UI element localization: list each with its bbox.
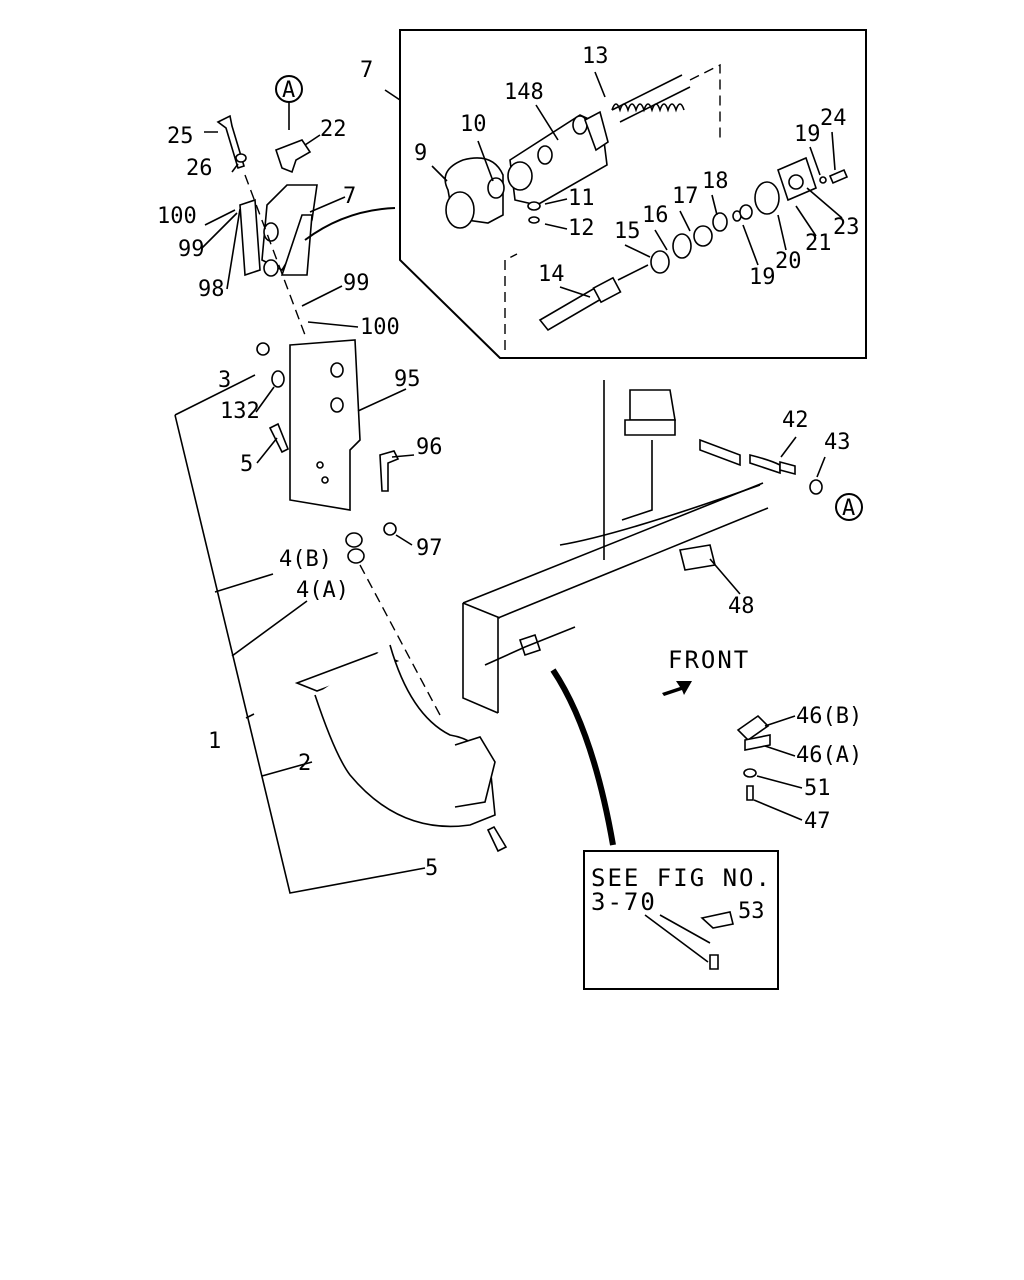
part-3-nut [256, 342, 270, 356]
callout-7-detail: 7 [360, 58, 373, 83]
callout-5-upper: 5 [240, 452, 253, 477]
marker-a-circle-right [835, 493, 863, 521]
detail-box-master-cylinder [399, 29, 867, 359]
callout-148: 148 [504, 80, 544, 105]
front-arrow-icon [662, 681, 692, 696]
callout-100-upper: 100 [157, 204, 197, 229]
callout-22: 22 [320, 117, 347, 142]
part-22-fitting [274, 139, 312, 174]
callout-1: 1 [208, 729, 221, 754]
see-fig-line-2: 3-70 [591, 888, 657, 916]
see-fig-pointer [550, 668, 616, 846]
part-4b-bushing [345, 532, 363, 548]
callout-5-lower: 5 [425, 856, 438, 881]
part-16-ring [672, 233, 692, 259]
callout-51: 51 [804, 776, 831, 801]
part-132-bushing [271, 370, 285, 388]
callout-2: 2 [298, 751, 311, 776]
part-19-small-ring [819, 176, 827, 184]
part-2-pedal-arm [294, 644, 496, 828]
part-5-bolt-upper [268, 422, 290, 454]
part-47-bolt [746, 785, 754, 801]
see-fig-box [583, 850, 779, 990]
callout-99-lower: 99 [343, 271, 370, 296]
callout-132: 132 [220, 399, 260, 424]
callout-12: 12 [568, 216, 595, 241]
callout-10: 10 [460, 112, 487, 137]
marker-a-top-label: A [282, 78, 295, 103]
callout-9: 9 [414, 141, 427, 166]
part-26-washer [235, 153, 247, 163]
callout-24: 24 [820, 106, 847, 131]
callout-15: 15 [614, 219, 641, 244]
part-148-cylinder-body [507, 110, 609, 206]
see-fig-line-1: SEE FIG NO. [591, 864, 772, 892]
part-21-gasket [754, 181, 780, 215]
part-42-hose [699, 438, 796, 476]
callout-20: 20 [775, 249, 802, 274]
callout-4a: 4(A) [296, 578, 349, 603]
part-20-ring [739, 204, 753, 220]
part-24-bolt [828, 168, 849, 185]
front-label: FRONT [668, 646, 750, 674]
callout-96: 96 [416, 435, 443, 460]
callout-48: 48 [728, 594, 755, 619]
part-9-reservoir-cap [444, 157, 504, 229]
part-18-ring [712, 212, 728, 232]
callout-97: 97 [416, 536, 443, 561]
callout-19-upper: 19 [794, 122, 821, 147]
part-46-clip [736, 714, 771, 751]
part-12-washer [528, 216, 540, 224]
callout-19-lower: 19 [749, 265, 776, 290]
part-96-bolt [379, 450, 400, 492]
callout-98: 98 [198, 277, 225, 302]
callout-21: 21 [805, 231, 832, 256]
part-43-nut [809, 479, 823, 495]
callout-17: 17 [672, 184, 699, 209]
callout-14: 14 [538, 262, 565, 287]
callout-43: 43 [824, 430, 851, 455]
part-14-push-rod [504, 253, 649, 350]
part-98-bracket [239, 198, 261, 277]
leader-lines-left [174, 374, 426, 894]
vehicle-frame-view [462, 380, 769, 714]
callout-13: 13 [582, 44, 609, 69]
marker-a-right-label: A [842, 496, 855, 521]
part-11-washer [527, 201, 541, 211]
part-13-spring [611, 63, 721, 140]
part-7-master-cylinder [261, 184, 318, 277]
callout-46a: 46(A) [796, 743, 862, 768]
detail-pointer [304, 207, 396, 241]
callout-95: 95 [394, 367, 421, 392]
callout-25: 25 [167, 124, 194, 149]
part-95-pedal-bracket [289, 339, 361, 511]
callout-16: 16 [642, 203, 669, 228]
part-51-washer [743, 768, 757, 778]
part-23-cover-plate [777, 156, 817, 202]
callout-11: 11 [568, 186, 595, 211]
part-17-ring [693, 225, 713, 247]
part-15-ring [650, 250, 670, 274]
callout-47: 47 [804, 809, 831, 834]
part-4a-bushing [347, 548, 365, 564]
callout-18: 18 [702, 169, 729, 194]
part-10-seal [487, 177, 505, 199]
callout-46b: 46(B) [796, 704, 862, 729]
callout-53: 53 [738, 899, 765, 924]
callout-26: 26 [186, 156, 213, 181]
callout-100-lower: 100 [360, 315, 400, 340]
callout-99-upper: 99 [178, 237, 205, 262]
part-5-bolt-lower [486, 825, 508, 853]
callout-42: 42 [782, 408, 809, 433]
callout-3: 3 [218, 368, 231, 393]
part-97-nut [383, 522, 397, 536]
callout-4b: 4(B) [279, 547, 332, 572]
callout-23: 23 [833, 215, 860, 240]
callout-7: 7 [343, 184, 356, 209]
leader-lines-misc [201, 71, 843, 821]
